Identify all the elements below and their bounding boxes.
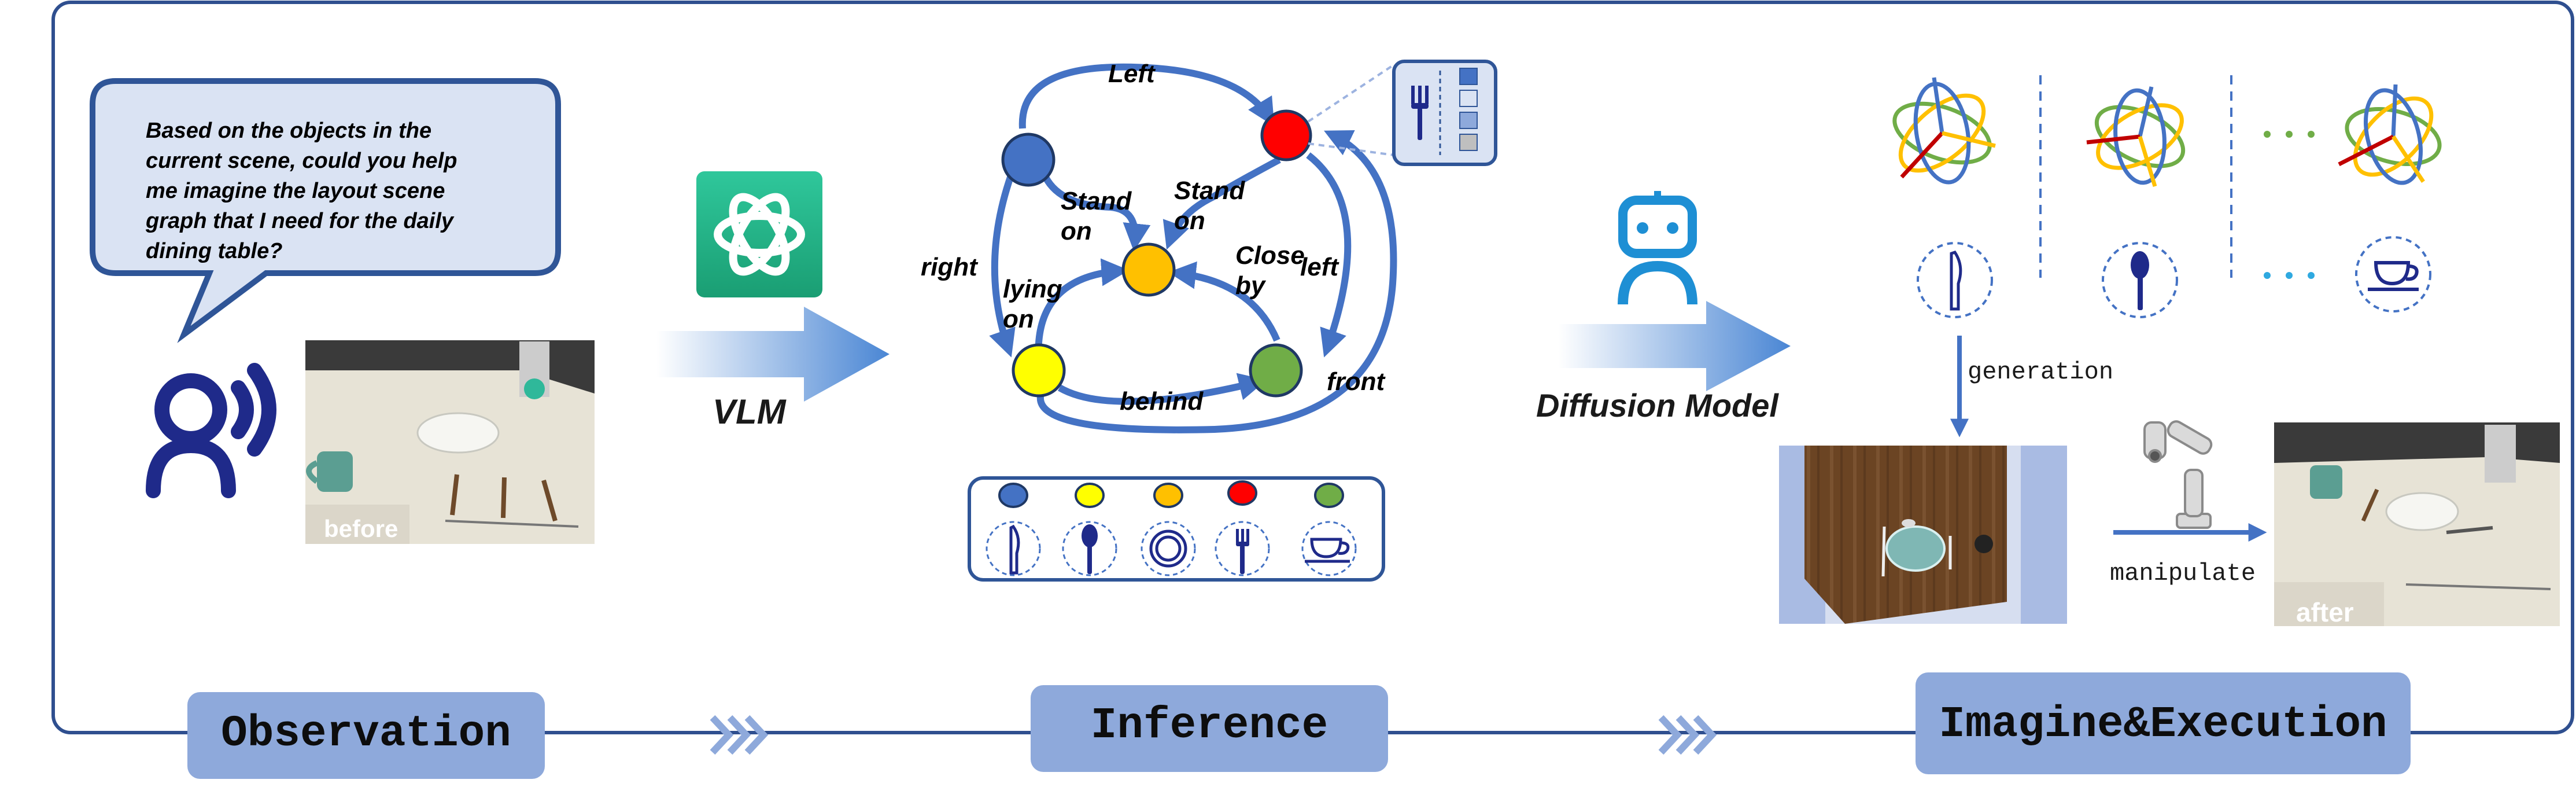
graph-nodes (1001, 109, 1312, 398)
before-label: before (324, 515, 398, 542)
before-photo: before (305, 340, 595, 544)
spoon-icon (1082, 524, 1098, 574)
stage-chevrons (710, 715, 1717, 755)
chatgpt-logo (696, 171, 822, 297)
legend-orange (1153, 483, 1183, 508)
after-label: after (2296, 597, 2354, 627)
stage-observation-label: Observation (221, 709, 511, 759)
edge-behind (1058, 373, 1267, 405)
gizmo-3 (2338, 84, 2442, 185)
observation-section: Based on the objects in the current scen… (90, 78, 595, 544)
plate-icon (1149, 529, 1187, 568)
fork-icon (1236, 529, 1249, 574)
robot-icon (1618, 191, 1697, 305)
generated-layout-image (1779, 446, 2067, 624)
ellipsis-blue (2264, 272, 2315, 279)
after-photo: after (2274, 422, 2560, 627)
imagined-objects (1917, 236, 2431, 318)
stage-observation (187, 692, 545, 779)
scene-graph (989, 63, 1397, 433)
gizmo-1 (1892, 77, 1996, 185)
label-behind: behind (1120, 387, 1204, 415)
edge-stand-on-1 (1039, 167, 1151, 252)
callout-line-2 (1308, 142, 1394, 156)
legend-blue (998, 483, 1028, 508)
cup-icon (1305, 538, 1350, 563)
vlm-arrow (656, 307, 890, 402)
node-orange (1121, 242, 1176, 297)
fork-icon (1411, 86, 1429, 140)
label-left-top: Left (1108, 60, 1156, 88)
stage-imagine-execution (1916, 672, 2411, 774)
cup-icon (2368, 261, 2419, 291)
edge-left-top (1018, 63, 1275, 129)
ellipsis-green (2264, 131, 2315, 138)
node-blue (1001, 133, 1056, 187)
edge-close-by (1168, 261, 1280, 342)
vlm-label: VLM (713, 392, 787, 431)
stage-inference-label: Inference (1091, 701, 1328, 751)
label-right: right (921, 253, 979, 281)
legend-yellow (1075, 483, 1105, 508)
speech-bubble (90, 78, 561, 343)
knife-icon (1009, 524, 1020, 575)
gizmo-2 (2086, 86, 2186, 187)
legend-red (1227, 480, 1257, 506)
pose-gizmos (1892, 75, 2442, 278)
user-speaking-icon (146, 363, 276, 498)
node-yellow (1012, 343, 1066, 398)
manipulate-label: manipulate (2110, 560, 2256, 587)
stage-inference (1031, 685, 1388, 772)
edge-left-side (1306, 152, 1352, 358)
diffusion-label: Diffusion Model (1536, 387, 1779, 424)
label-left-side: left (1300, 253, 1339, 281)
stage-imagine-execution-label: Imagine&Execution (1939, 700, 2387, 749)
generation-label: generation (1968, 358, 2113, 386)
diffusion-arrow (1558, 301, 1791, 391)
spoon-icon (2131, 251, 2149, 310)
fork-attribute-panel (1392, 60, 1497, 166)
robot-arm-icon (2143, 420, 2213, 529)
node-green (1249, 343, 1303, 398)
edge-stand-on-2 (1162, 156, 1281, 250)
edge-front (1036, 130, 1397, 433)
label-front: front (1327, 367, 1386, 396)
node-legend (968, 476, 1385, 582)
callout-line-1 (1307, 64, 1395, 123)
edge-right (989, 167, 1017, 358)
speech-text: Based on the objects in the current scen… (145, 119, 463, 263)
node-red (1260, 109, 1312, 161)
legend-green (1314, 483, 1344, 508)
knife-icon (1950, 251, 1962, 311)
